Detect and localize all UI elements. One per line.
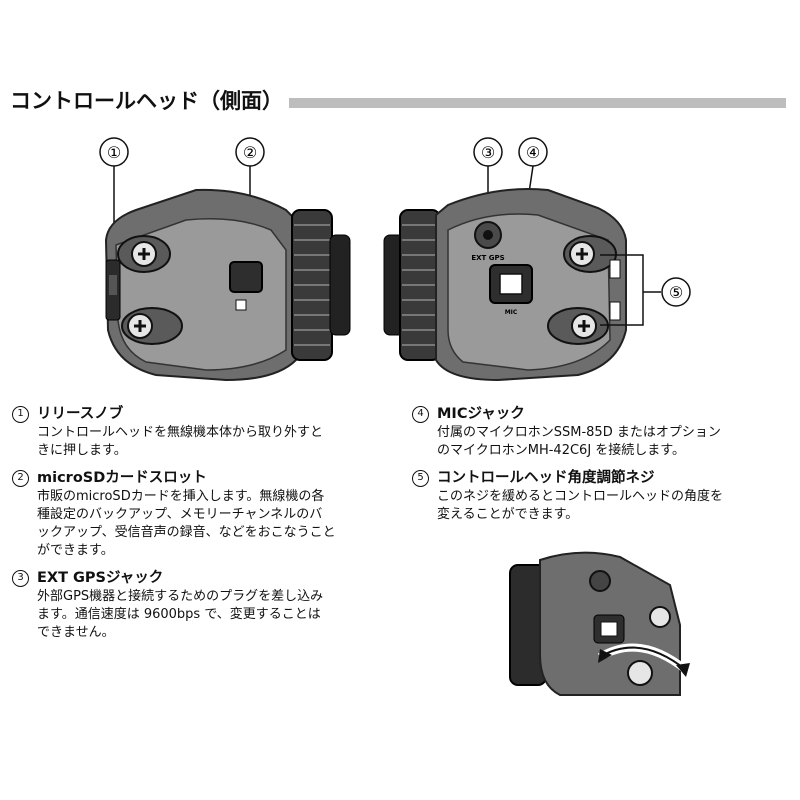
- item-title: リリースノブ: [37, 406, 124, 422]
- description-right-column: 4 MICジャック 付属のマイクロホンSSM-85D またはオプションのマイクロホ…: [412, 404, 792, 532]
- section-header: コントロールヘッド（側面）: [10, 86, 786, 116]
- callout-1: ①: [107, 143, 121, 162]
- callout-2: ②: [243, 143, 257, 162]
- item-microsd-slot: 2 microSDカードスロット 市販のmicroSDカードを挿入します。無線機の…: [12, 468, 392, 560]
- callout-3: ③: [481, 143, 495, 162]
- section-title: コントロールヘッド（側面）: [10, 86, 289, 116]
- item-title: コントロールヘッド角度調節ネジ: [437, 470, 655, 486]
- item-mic-jack: 4 MICジャック 付属のマイクロホンSSM-85D またはオプションのマイクロホ…: [412, 404, 792, 460]
- item-number: 2: [12, 469, 29, 487]
- item-body: 市販のmicroSDカードを挿入します。無線機の各種設定のバックアップ、メモリー…: [37, 489, 336, 558]
- item-ext-gps-jack: 3 EXT GPSジャック 外部GPS機器と接続するためのプラグを差し込みます。通…: [12, 568, 392, 642]
- item-number: 4: [412, 405, 429, 423]
- item-body: コントロールヘッドを無線機本体から取り外すときに押します。: [37, 425, 324, 458]
- item-body: 付属のマイクロホンSSM-85D またはオプションのマイクロホンMH-42C6J…: [437, 425, 721, 458]
- item-release-knob: 1 リリースノブ コントロールヘッドを無線機本体から取り外すときに押します。: [12, 404, 392, 460]
- header-rule: [10, 98, 786, 108]
- item-title: MICジャック: [437, 406, 525, 422]
- item-angle-screw: 5 コントロールヘッド角度調節ネジ このネジを緩めるとコントロールヘッドの角度を変…: [412, 468, 792, 524]
- item-body: このネジを緩めるとコントロールヘッドの角度を変えることができます。: [437, 489, 724, 522]
- angle-adjustment-illustration: [509, 551, 690, 696]
- item-body: 外部GPS機器と接続するためのプラグを差し込みます。通信速度は 9600bps …: [37, 589, 324, 640]
- callout-4: ④: [526, 143, 540, 162]
- item-title: EXT GPSジャック: [37, 570, 164, 586]
- device-right-side-illustration: ③ ④ EXT GPS MIC ⑤: [383, 137, 691, 382]
- item-number: 1: [12, 405, 29, 423]
- item-title: microSDカードスロット: [37, 470, 207, 486]
- mic-label: MIC: [505, 309, 518, 316]
- item-number: 3: [12, 569, 29, 587]
- device-left-side-illustration: ① ②: [99, 137, 351, 382]
- item-number: 5: [412, 469, 429, 487]
- callout-5: ⑤: [669, 283, 683, 302]
- ext-gps-label: EXT GPS: [471, 254, 504, 262]
